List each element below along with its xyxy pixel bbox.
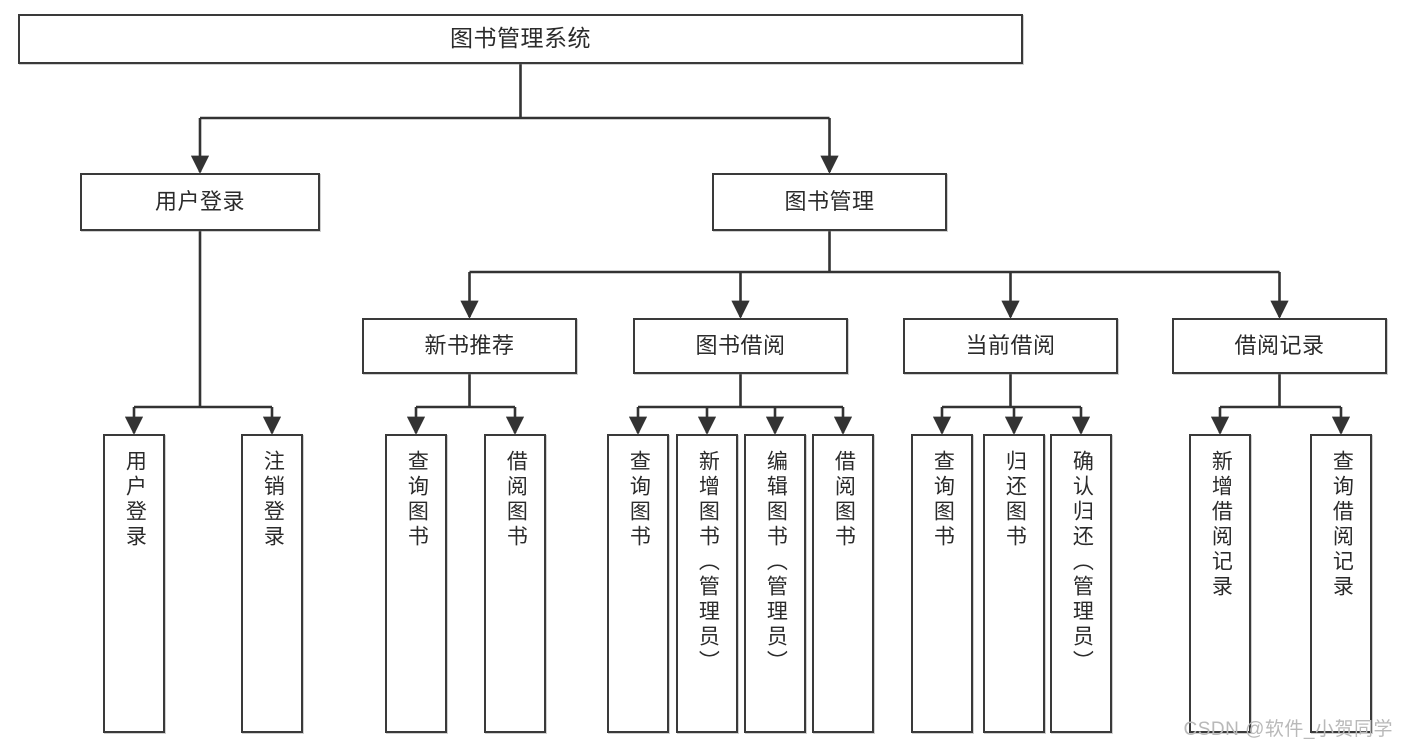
node-label: 查询图书 xyxy=(405,450,429,550)
node-label: 图书管理 xyxy=(784,189,875,215)
node-label: 注销登录 xyxy=(261,450,285,550)
node-label: 借阅图书 xyxy=(504,450,528,550)
leaf-node-borrow-book-2[interactable]: 借阅图书 xyxy=(812,434,874,733)
leaf-node-user-login[interactable]: 用户登录 xyxy=(103,434,165,733)
leaf-node-add-book[interactable]: 新增图书（管理员） xyxy=(676,434,738,733)
node-root-system[interactable]: 图书管理系统 xyxy=(18,14,1023,64)
node-label: 当前借阅 xyxy=(965,333,1056,359)
node-label: 新增借阅记录 xyxy=(1209,450,1233,600)
node-borrow-record[interactable]: 借阅记录 xyxy=(1172,318,1387,374)
node-label: 用户登录 xyxy=(123,450,147,550)
leaf-node-query-book-3[interactable]: 查询图书 xyxy=(911,434,973,733)
node-label: 图书借阅 xyxy=(695,333,786,359)
csdn-watermark: CSDN @软件_小贺同学 xyxy=(1183,719,1393,740)
node-book-borrow[interactable]: 图书借阅 xyxy=(633,318,848,374)
node-label: 借阅记录 xyxy=(1234,333,1325,359)
node-label: 归还图书 xyxy=(1003,450,1027,550)
node-label: 查询图书 xyxy=(931,450,955,550)
leaf-node-query-borrow-record[interactable]: 查询借阅记录 xyxy=(1310,434,1372,733)
node-current-borrow[interactable]: 当前借阅 xyxy=(903,318,1118,374)
leaf-node-query-book-2[interactable]: 查询图书 xyxy=(607,434,669,733)
leaf-node-edit-book[interactable]: 编辑图书（管理员） xyxy=(744,434,806,733)
leaf-node-add-borrow-record[interactable]: 新增借阅记录 xyxy=(1189,434,1251,733)
leaf-node-borrow-book-1[interactable]: 借阅图书 xyxy=(484,434,546,733)
node-new-book-recommend[interactable]: 新书推荐 xyxy=(362,318,577,374)
node-label: 新增图书（管理员） xyxy=(696,450,720,675)
leaf-node-return-book[interactable]: 归还图书 xyxy=(983,434,1045,733)
node-label: 编辑图书（管理员） xyxy=(764,450,788,675)
node-label: 查询借阅记录 xyxy=(1330,450,1354,600)
node-user-login[interactable]: 用户登录 xyxy=(80,173,320,231)
node-label: 用户登录 xyxy=(154,189,245,215)
leaf-node-logout[interactable]: 注销登录 xyxy=(241,434,303,733)
node-label: 查询图书 xyxy=(627,450,651,550)
node-label: 新书推荐 xyxy=(424,333,515,359)
node-label: 确认归还（管理员） xyxy=(1070,450,1094,675)
node-book-management[interactable]: 图书管理 xyxy=(712,173,947,231)
leaf-node-query-book-1[interactable]: 查询图书 xyxy=(385,434,447,733)
node-label: 图书管理系统 xyxy=(450,25,591,52)
leaf-node-confirm-return[interactable]: 确认归还（管理员） xyxy=(1050,434,1112,733)
node-label: 借阅图书 xyxy=(832,450,856,550)
